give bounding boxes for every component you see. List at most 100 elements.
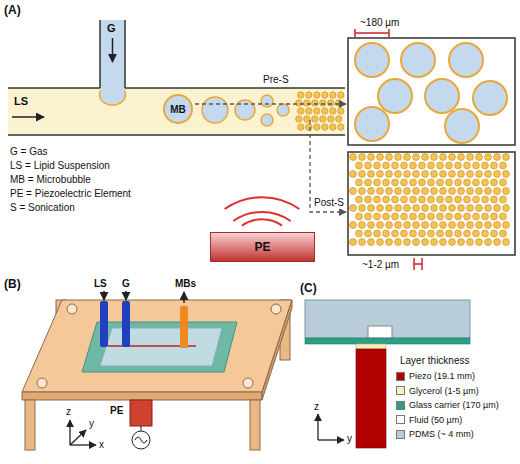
microbubbles (304, 100, 310, 106)
piezo-element (130, 400, 152, 449)
microbubbles (298, 124, 304, 130)
microbubbles (306, 92, 312, 98)
small-bubbles (428, 230, 435, 237)
dimension-marks (414, 263, 422, 265)
small-bubbles (401, 213, 408, 220)
small-bubbles (413, 222, 420, 229)
small-bubbles (485, 154, 492, 161)
tubing (103, 291, 105, 300)
small-bubbles (446, 179, 453, 186)
tubing (122, 301, 130, 347)
text-label: y (89, 418, 94, 430)
small-bubbles (422, 154, 429, 161)
small-bubbles (374, 230, 381, 237)
small-bubbles (365, 162, 372, 169)
legend-text: Fluid (50 µm) (409, 415, 462, 425)
small-bubbles (500, 196, 507, 203)
small-bubbles (374, 213, 381, 220)
zoom-inset (348, 38, 515, 145)
small-bubbles (449, 171, 456, 178)
small-bubbles (419, 230, 426, 237)
small-bubbles (503, 154, 510, 161)
text-label: x (99, 439, 104, 451)
large-bubbles (445, 109, 479, 143)
text-label: LS = Lipid Suspension (10, 160, 110, 172)
microbubbles (202, 97, 228, 123)
small-bubbles (446, 213, 453, 220)
small-bubbles (419, 213, 426, 220)
microchannel (125, 87, 345, 89)
small-bubbles (383, 213, 390, 220)
text-label: PE = Piezoelectric Element (10, 188, 131, 200)
small-bubbles (476, 222, 483, 229)
text-label: ~1-2 µm (362, 259, 399, 271)
legend-entry: Fluid (50 µm) (396, 415, 462, 425)
small-bubbles (476, 171, 483, 178)
microbubbles (296, 116, 302, 122)
small-bubbles (392, 162, 399, 169)
gas-inlet (101, 80, 124, 94)
cross-section (356, 349, 386, 448)
microbubbles (338, 92, 344, 98)
small-bubbles (473, 162, 480, 169)
small-bubbles (440, 205, 447, 212)
microchannel (8, 88, 345, 135)
small-bubbles (485, 222, 492, 229)
small-bubbles (422, 205, 429, 212)
small-bubbles (368, 154, 375, 161)
small-bubbles (476, 205, 483, 212)
small-bubbles (482, 196, 489, 203)
microbubbles (261, 114, 273, 126)
small-bubbles (467, 154, 474, 161)
small-bubbles (401, 196, 408, 203)
small-bubbles (503, 171, 510, 178)
small-bubbles (395, 222, 402, 229)
small-bubbles (464, 230, 471, 237)
gas-inlet (112, 38, 114, 62)
dimension-marks (355, 32, 389, 34)
small-bubbles (437, 230, 444, 237)
microbubbles (298, 108, 304, 114)
microbubble-circle: MB (163, 94, 193, 124)
dimension-marks (355, 29, 422, 270)
small-bubbles (494, 188, 501, 195)
small-bubbles (482, 162, 489, 169)
microchannel (12, 116, 44, 118)
small-bubbles (395, 171, 402, 178)
microbubbles (330, 108, 336, 114)
microbubbles (314, 92, 320, 98)
small-bubbles (365, 213, 372, 220)
small-bubbles (374, 162, 381, 169)
small-bubbles (440, 171, 447, 178)
small-bubbles (491, 179, 498, 186)
legend-swatch (396, 401, 405, 410)
small-bubbles (467, 205, 474, 212)
sonication-waves (233, 212, 290, 221)
small-bubbles (350, 154, 357, 161)
gas-inlet (124, 20, 126, 88)
small-bubbles (431, 154, 438, 161)
small-bubbles (473, 213, 480, 220)
small-bubbles (458, 205, 465, 212)
small-bubbles (500, 162, 507, 169)
small-bubbles (467, 239, 474, 246)
small-bubbles (485, 205, 492, 212)
microbubbles (298, 92, 304, 98)
small-bubbles (455, 162, 462, 169)
axis-triad (69, 420, 70, 445)
platform (262, 300, 292, 400)
small-bubbles (413, 154, 420, 161)
small-bubbles (494, 205, 501, 212)
small-bubbles (401, 179, 408, 186)
small-bubbles (473, 179, 480, 186)
text-label: G (107, 22, 116, 35)
small-bubbles (377, 239, 384, 246)
small-bubbles (392, 196, 399, 203)
microbubbles (277, 104, 289, 116)
small-bubbles (410, 196, 417, 203)
small-bubbles (386, 154, 393, 161)
text-label: LS (14, 95, 28, 108)
cross-section (356, 344, 386, 349)
small-bubbles (404, 171, 411, 178)
